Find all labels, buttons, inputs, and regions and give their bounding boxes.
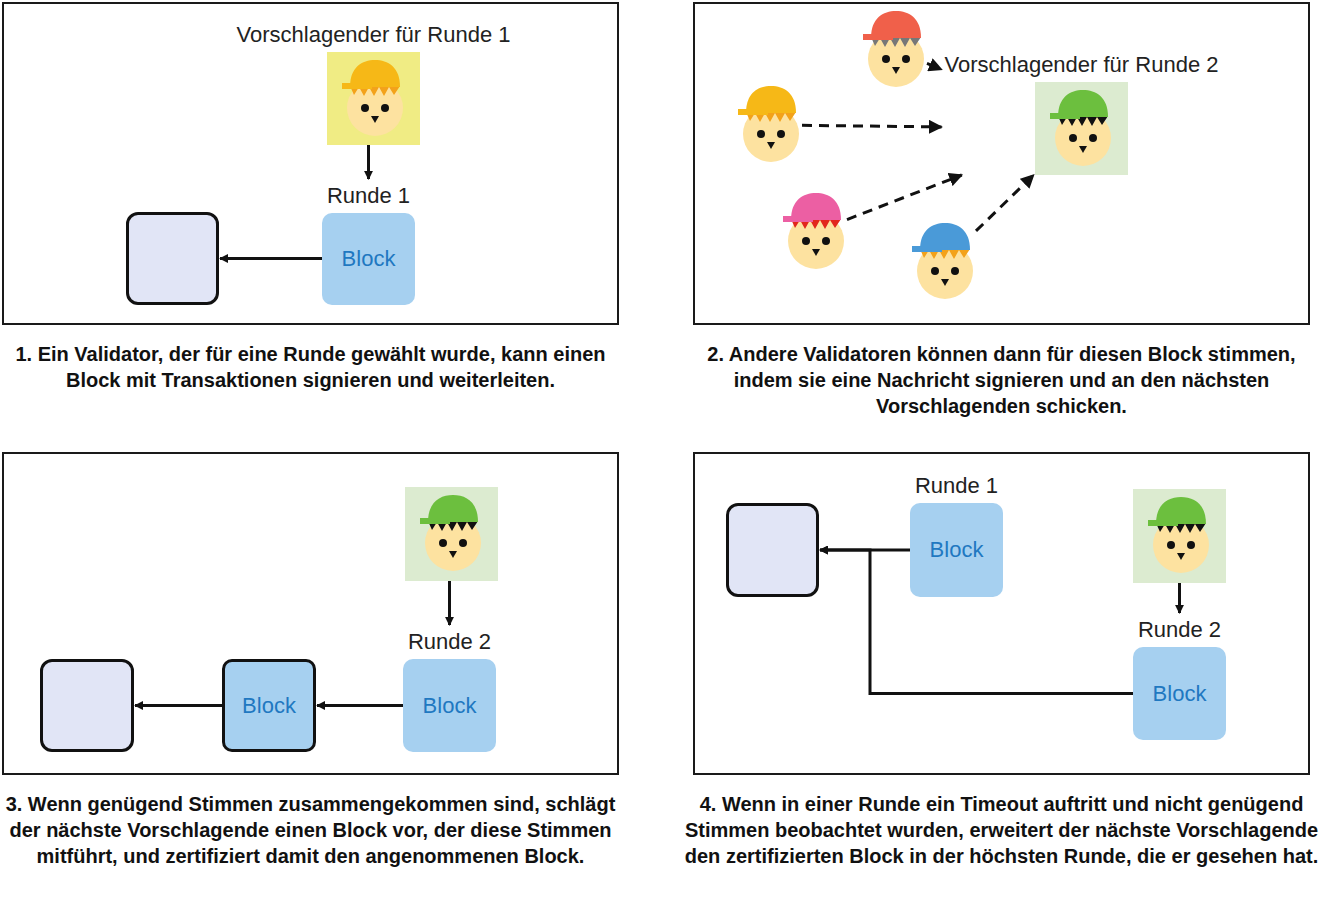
validator xyxy=(912,222,976,302)
validator-figure xyxy=(1050,89,1114,169)
chain-arrow xyxy=(367,145,370,179)
validator-figure xyxy=(420,494,484,574)
vote-arrow xyxy=(927,63,942,69)
validator xyxy=(863,10,927,90)
block-label: Block xyxy=(1153,681,1207,707)
round-label: Vorschlagender für Runde 2 xyxy=(945,52,1219,78)
step-caption: 2. Andere Validatoren können dann für di… xyxy=(681,341,1319,419)
vote-arrow xyxy=(976,175,1034,231)
validator-figure xyxy=(863,10,927,90)
block-box: Block xyxy=(222,659,316,752)
block-box: Runde 2Block xyxy=(403,659,496,752)
block-label: Block xyxy=(342,246,396,272)
proposer-box xyxy=(1133,489,1226,583)
proposer-box xyxy=(405,487,498,581)
validator xyxy=(738,85,802,165)
proposer-box: Vorschlagender für Runde 2 xyxy=(1035,82,1128,175)
proposer-box: Vorschlagender für Runde 1 xyxy=(327,52,420,145)
block-box: Runde 2Block xyxy=(1133,647,1226,740)
chain-arrow xyxy=(448,581,451,625)
chain-block xyxy=(126,212,219,305)
block-box: Runde 1Block xyxy=(910,503,1003,597)
block-label: Block xyxy=(242,693,296,719)
round-label: Runde 1 xyxy=(327,183,410,209)
chain-arrow xyxy=(135,704,222,707)
step-panel: 3. Wenn genügend Stimmen zusammengekomme… xyxy=(2,452,619,775)
step-caption: 4. Wenn in einer Runde ein Timeout auftr… xyxy=(681,791,1319,869)
validator xyxy=(783,192,847,272)
round-label: Runde 2 xyxy=(1138,617,1221,643)
validator-figure xyxy=(783,192,847,272)
block-label: Block xyxy=(423,693,477,719)
step-caption: 3. Wenn genügend Stimmen zusammengekomme… xyxy=(0,791,631,869)
round-label: Runde 1 xyxy=(915,473,998,499)
validator-figure xyxy=(1148,496,1212,576)
chain-arrow xyxy=(220,257,322,260)
validator-figure xyxy=(912,222,976,302)
round-label: Vorschlagender für Runde 1 xyxy=(237,22,511,48)
step-panel: 1. Ein Validator, der für eine Runde gew… xyxy=(2,2,619,325)
round-label: Runde 2 xyxy=(408,629,491,655)
validator-figure xyxy=(342,59,406,139)
block-label: Block xyxy=(930,537,984,563)
chain-block xyxy=(726,503,819,597)
validator-figure xyxy=(738,85,802,165)
vote-arrow xyxy=(847,175,962,220)
step-panel: 4. Wenn in einer Runde ein Timeout auftr… xyxy=(693,452,1310,775)
chain-arrow xyxy=(317,704,403,707)
chain-arrow xyxy=(1178,583,1181,613)
vote-arrow xyxy=(802,125,942,127)
block-box: Runde 1Block xyxy=(322,213,415,305)
step-panel: 2. Andere Validatoren können dann für di… xyxy=(693,2,1310,325)
step-caption: 1. Ein Validator, der für eine Runde gew… xyxy=(0,341,631,393)
chain-block xyxy=(40,659,134,752)
